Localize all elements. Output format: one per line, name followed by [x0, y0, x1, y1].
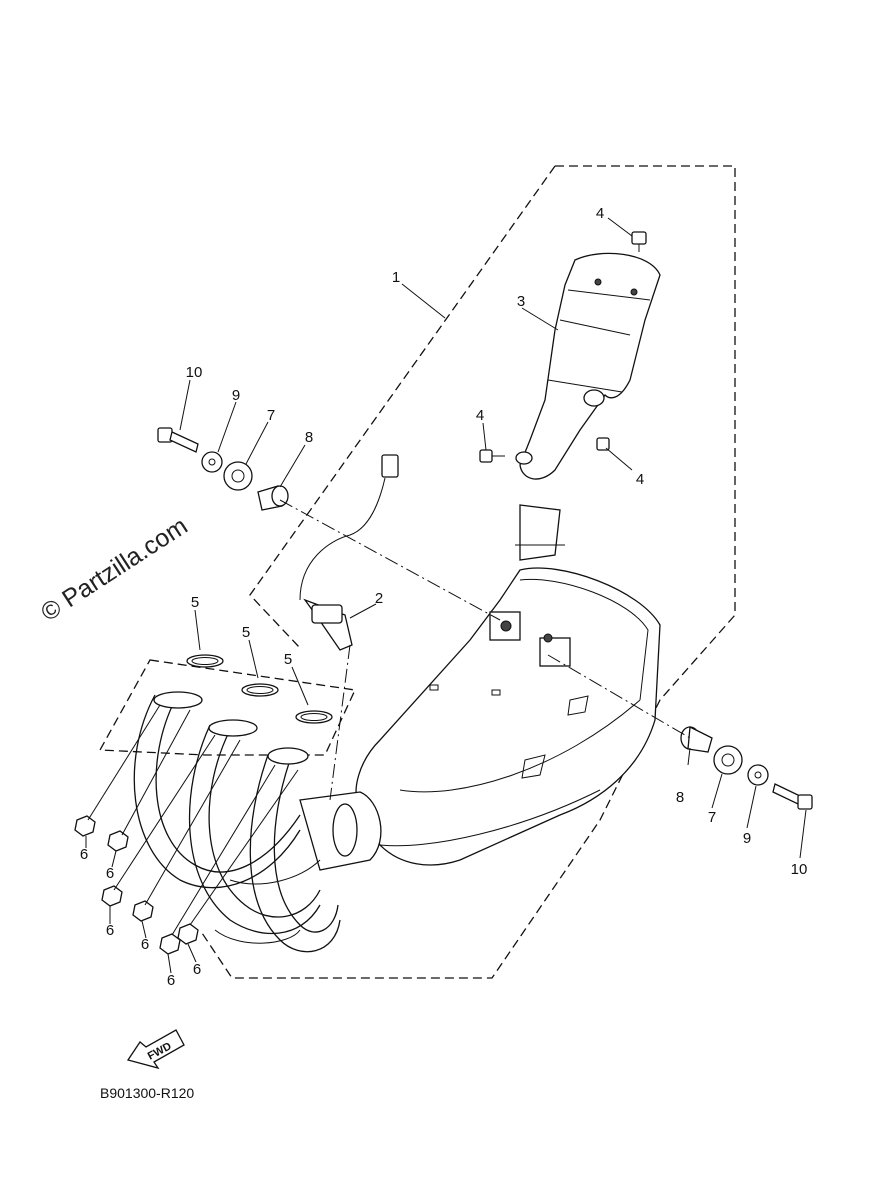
- callout-4-top: 4: [596, 205, 604, 222]
- callout-3: 3: [517, 293, 525, 310]
- assembly-boundary: [199, 165, 736, 979]
- diagram-code: B901300-R120: [100, 1085, 194, 1101]
- callout-5-c: 5: [284, 651, 292, 668]
- heat-shield[interactable]: [515, 252, 661, 480]
- callout-7-right: 7: [708, 809, 716, 826]
- callout-4-right: 4: [636, 471, 644, 488]
- header-flanges[interactable]: [153, 691, 309, 765]
- callout-6-c: 6: [106, 922, 114, 939]
- gaskets[interactable]: [186, 654, 333, 724]
- callout-8-right: 8: [676, 789, 684, 806]
- link-pipe[interactable]: [299, 791, 382, 871]
- callout-6-d: 6: [141, 936, 149, 953]
- callout-1: 1: [392, 269, 400, 286]
- header-group-boundary: [98, 659, 356, 756]
- grommet-left[interactable]: [257, 485, 289, 511]
- grommet-right[interactable]: [680, 725, 713, 753]
- callout-6-f: 6: [193, 961, 201, 978]
- leader-lines: [85, 217, 807, 974]
- callout-6-e: 6: [167, 972, 175, 989]
- mount-bolt-right[interactable]: [772, 783, 813, 810]
- axis-left: [279, 499, 501, 621]
- callout-6-a: 6: [80, 846, 88, 863]
- callout-4-left: 4: [476, 407, 484, 424]
- mount-bolt-left[interactable]: [157, 427, 199, 453]
- axis-right: [547, 654, 691, 739]
- callout-9-left: 9: [232, 387, 240, 404]
- partzilla-watermark: © Partzilla.com: [36, 512, 193, 627]
- screw-left[interactable]: [479, 449, 505, 463]
- callout-5-b: 5: [242, 624, 250, 641]
- callout-9-right: 9: [743, 830, 751, 847]
- stud-lines: [87, 704, 299, 936]
- callout-6-b: 6: [106, 865, 114, 882]
- callout-10-right: 10: [791, 861, 808, 878]
- muffler[interactable]: [355, 504, 661, 866]
- collar-left[interactable]: [223, 461, 253, 491]
- callout-10-left: 10: [186, 364, 203, 381]
- screw-top[interactable]: [631, 231, 647, 252]
- o2-sensor[interactable]: [299, 454, 399, 651]
- fwd-arrow-icon: FWD: [126, 1029, 185, 1070]
- washer-left[interactable]: [201, 451, 223, 473]
- collar-right[interactable]: [713, 745, 743, 775]
- callout-7-left: 7: [267, 407, 275, 424]
- callout-2: 2: [375, 590, 383, 607]
- header-pipes[interactable]: [133, 694, 341, 953]
- callout-5-a: 5: [191, 594, 199, 611]
- screw-right[interactable]: [596, 437, 610, 451]
- callout-8-left: 8: [305, 429, 313, 446]
- nuts[interactable]: [74, 815, 199, 955]
- washer-right[interactable]: [747, 764, 769, 786]
